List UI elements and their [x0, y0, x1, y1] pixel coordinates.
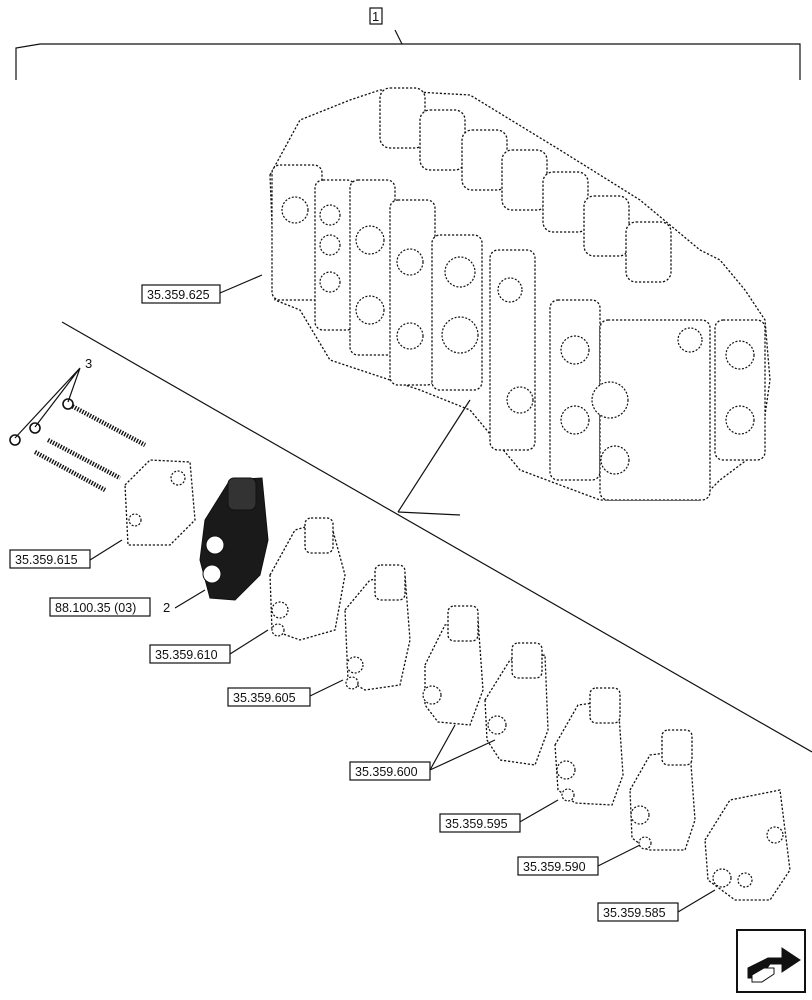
- label-section-2[interactable]: 88.100.35 (03): [49, 597, 151, 617]
- label-end-cover-text: 35.359.615: [15, 553, 78, 567]
- label-end-cover[interactable]: 35.359.615: [9, 549, 91, 569]
- label-section-595-text: 35.359.595: [445, 817, 508, 831]
- assembly-bracket: [15, 29, 801, 80]
- section-590-illustration: [629, 729, 696, 851]
- label-section-585-text: 35.359.585: [603, 906, 666, 920]
- explode-line: [397, 399, 471, 513]
- callout-1-text: 1: [372, 9, 379, 24]
- label-section-600-text: 35.359.600: [355, 765, 418, 779]
- label-section-590[interactable]: 35.359.590: [517, 856, 599, 876]
- port-holes: [281, 196, 755, 475]
- section-610-illustration: [269, 517, 346, 641]
- label-section-605[interactable]: 35.359.605: [227, 687, 311, 707]
- label-section-605-text: 35.359.605: [233, 691, 296, 705]
- arrow-navigation-icon[interactable]: [736, 929, 806, 993]
- section-2-illustration: [199, 477, 269, 601]
- section-605-illustration: [344, 564, 411, 691]
- label-section-600[interactable]: 35.359.600: [349, 761, 431, 781]
- explode-line-2: [397, 511, 461, 516]
- end-cover-illustration: [124, 459, 196, 546]
- section-600a-illustration: [422, 605, 484, 726]
- callout-3-text[interactable]: 3: [85, 356, 92, 371]
- solenoid-row: [379, 87, 672, 283]
- label-section-610-text: 35.359.610: [155, 648, 218, 662]
- divider-line: [61, 321, 812, 753]
- label-section-2-text: 88.100.35 (03): [55, 601, 136, 615]
- callout-2-text[interactable]: 2: [163, 600, 170, 615]
- label-section-610[interactable]: 35.359.610: [149, 644, 231, 664]
- label-section-585[interactable]: 35.359.585: [597, 902, 679, 922]
- section-595-illustration: [554, 687, 624, 806]
- label-section-590-text: 35.359.590: [523, 860, 586, 874]
- section-600b-illustration: [484, 642, 549, 766]
- leader-lines: [89, 274, 716, 913]
- label-assembly-text: 35.359.625: [147, 288, 210, 302]
- label-section-595[interactable]: 35.359.595: [439, 813, 521, 833]
- valve-assembly-illustration: [269, 87, 771, 501]
- callout-1[interactable]: 1: [369, 7, 383, 25]
- section-585-illustration: [704, 789, 791, 901]
- tie-rods: [9, 367, 147, 492]
- label-assembly[interactable]: 35.359.625: [141, 284, 221, 304]
